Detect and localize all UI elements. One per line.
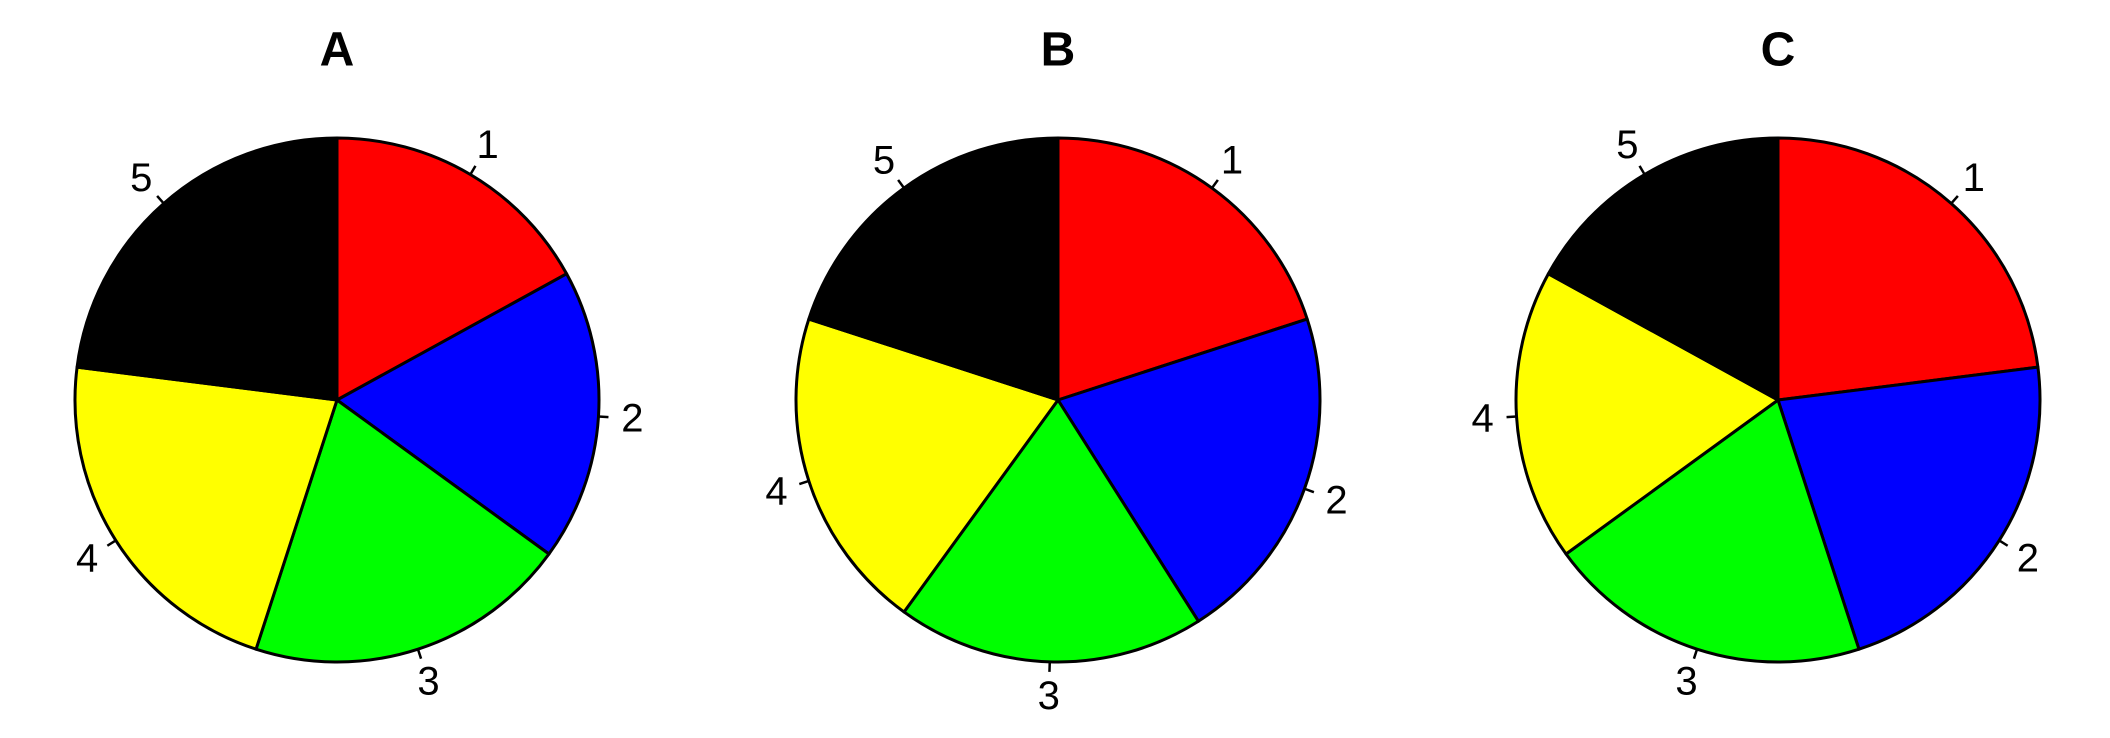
pie-b-tick-1 bbox=[1210, 179, 1219, 189]
pie-a-slice-5 bbox=[75, 136, 339, 402]
pie-a-label-1: 1 bbox=[477, 123, 499, 167]
pie-c-label-3: 3 bbox=[1675, 660, 1697, 704]
pie-title-c: C bbox=[1761, 24, 1796, 77]
pie-b-label-1: 1 bbox=[1221, 139, 1243, 183]
pie-a-slice-3 bbox=[254, 398, 551, 664]
pie-c-slice-2 bbox=[1776, 365, 2042, 651]
pie-a-label-4: 4 bbox=[76, 537, 98, 581]
pie-a-label-3: 3 bbox=[417, 660, 439, 704]
pie-b-slice-4 bbox=[794, 317, 1060, 614]
pie-chart-b: B 1 2 3 4 5 bbox=[765, 24, 1347, 718]
pie-a-slice-4 bbox=[73, 365, 339, 651]
pie-c-slice-3 bbox=[1564, 398, 1861, 664]
pie-c-tick-5 bbox=[1638, 165, 1646, 176]
pie-title-b: B bbox=[1041, 24, 1076, 77]
pie-b-slice-1 bbox=[1056, 136, 1309, 402]
pie-c-label-1: 1 bbox=[1963, 156, 1985, 200]
pie-c-tick-3 bbox=[1692, 648, 1699, 660]
pie-c-slice-1 bbox=[1776, 136, 2040, 402]
pie-c-slice-5 bbox=[1546, 136, 1780, 402]
pie-a-tick-4 bbox=[106, 539, 117, 547]
pie-b-label-3: 3 bbox=[1038, 674, 1060, 718]
pie-c-tick-1 bbox=[1950, 195, 1959, 205]
pie-b-tick-2 bbox=[1304, 487, 1315, 494]
pie-c-label-5: 5 bbox=[1616, 123, 1638, 167]
pie-a-tick-1 bbox=[469, 165, 477, 176]
pie-a-tick-3 bbox=[416, 648, 423, 660]
pie-a-tick-5 bbox=[156, 195, 165, 205]
pie-b-label-4: 4 bbox=[765, 469, 787, 513]
pie-b-slice-5 bbox=[807, 136, 1060, 402]
pie-c-label-4: 4 bbox=[1471, 397, 1493, 441]
pie-b-tick-4 bbox=[798, 479, 810, 486]
pie-b-tick-5 bbox=[897, 179, 906, 189]
pie-b-label-2: 2 bbox=[1325, 478, 1347, 522]
pie-chart-c: C 1 2 3 4 5 bbox=[1471, 24, 2042, 704]
pie-c-tick-4 bbox=[1506, 415, 1517, 419]
pie-title-a: A bbox=[320, 24, 355, 77]
pie-c-tick-2 bbox=[1998, 539, 2009, 547]
pie-chart-a: A 1 2 3 4 5 bbox=[73, 24, 644, 704]
pie-c-label-2: 2 bbox=[2017, 537, 2039, 581]
pie-b-label-5: 5 bbox=[873, 139, 895, 183]
pie-a-label-2: 2 bbox=[621, 397, 643, 441]
pie-a-label-5: 5 bbox=[130, 156, 152, 200]
pie-a-slice-1 bbox=[335, 136, 569, 402]
pie-a-slice-2 bbox=[335, 272, 601, 556]
pie-c-slice-4 bbox=[1514, 272, 1780, 556]
pie-a-tick-2 bbox=[598, 415, 609, 419]
